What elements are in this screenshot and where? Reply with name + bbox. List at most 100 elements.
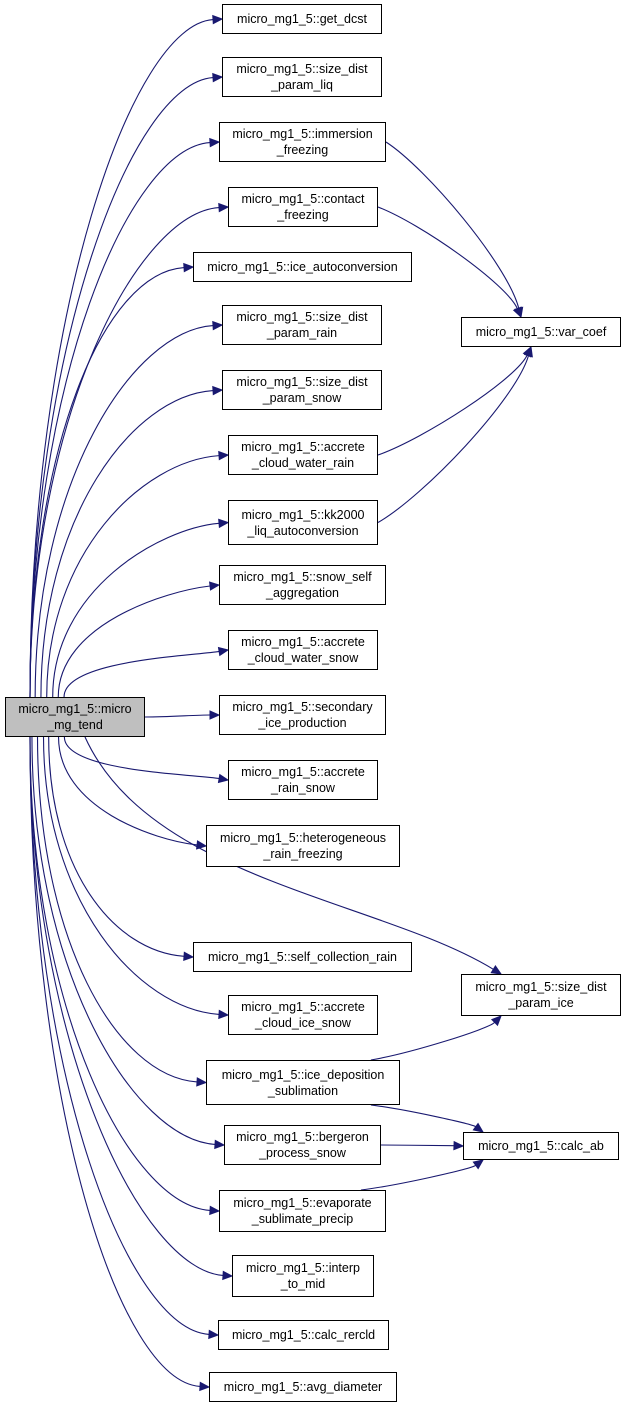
node-label-line: _freezing [276, 143, 329, 157]
edge-micro-mg-tend-to-snow-self-aggregation [57, 585, 211, 698]
edge-micro-mg-tend-to-get-dcst [29, 19, 214, 698]
edge-arrowhead [472, 1122, 484, 1133]
node-evaporate-sublimate-precip[interactable]: micro_mg1_5::evaporate_sublimate_precip [219, 1190, 386, 1232]
node-label-line: micro_mg1_5::ice_deposition [221, 1067, 385, 1082]
edge-arrowhead [453, 1140, 465, 1151]
node-kk2000-liq-autoconversion[interactable]: micro_mg1_5::kk2000_liq_autoconversion [228, 500, 378, 545]
node-label-line: micro_mg1_5::size_dist [236, 375, 368, 389]
edge-arrowhead [196, 840, 208, 850]
node-label: micro_mg1_5::accrete_cloud_ice_snow [241, 999, 365, 1031]
edge-micro-mg-tend-to-bergeron-process-snow [31, 736, 216, 1145]
node-label-line: _param_snow [262, 391, 342, 405]
edge-micro-mg-tend-to-ice-deposition-sublimation [36, 736, 198, 1083]
node-label: micro_mg1_5::size_dist_param_ice [475, 979, 606, 1011]
node-label-line: _param_liq [271, 78, 333, 92]
node-label-line: micro_mg1_5::accrete [241, 440, 365, 454]
node-accrete-cloud-ice-snow[interactable]: micro_mg1_5::accrete_cloud_ice_snow [228, 995, 378, 1035]
node-label: micro_mg1_5::micro_mg_tend [18, 701, 131, 733]
edge-micro-mg-tend-to-kk2000-liq-autoconversion [52, 522, 220, 698]
node-calc-ab[interactable]: micro_mg1_5::calc_ab [463, 1132, 619, 1160]
node-ice-deposition-sublimation[interactable]: micro_mg1_5::ice_deposition_sublimation [206, 1060, 400, 1105]
edge-micro-mg-tend-to-self-collection-rain [48, 736, 185, 957]
node-label: micro_mg1_5::size_dist_param_liq [236, 61, 367, 93]
edge-arrowhead [218, 1009, 230, 1020]
node-label-line: _freezing [277, 208, 329, 222]
node-label-line: micro_mg1_5::accrete [241, 765, 365, 779]
node-label: micro_mg1_5::secondary_ice_production [232, 699, 372, 731]
edge-arrowhead [212, 385, 224, 396]
node-label-line: micro_mg1_5::accrete [241, 635, 365, 649]
node-label-line: micro_mg1_5::secondary [232, 700, 373, 714]
node-label: micro_mg1_5::self_collection_rain [208, 949, 397, 965]
edge-bergeron-process-snow-to-calc-ab [380, 1144, 455, 1147]
node-avg-diameter[interactable]: micro_mg1_5::avg_diameter [209, 1372, 397, 1402]
edge-arrowhead [209, 710, 221, 720]
node-label-line: micro_mg1_5::calc_rercld [231, 1328, 376, 1342]
node-label-line: _to_mid [280, 1277, 326, 1291]
node-label-line: micro_mg1_5::bergeron [236, 1130, 369, 1144]
edge-evaporate-sublimate-precip-to-calc-ab [360, 1164, 477, 1191]
edge-arrowhead [208, 1329, 220, 1340]
node-label-line: micro_mg1_5::accrete [241, 1000, 365, 1014]
node-label: micro_mg1_5::var_coef [476, 324, 607, 340]
node-label-line: micro_mg1_5::contact [241, 192, 365, 206]
edge-micro-mg-tend-to-calc-rercld [29, 736, 210, 1335]
edge-micro-mg-tend-to-interp-to-mid [29, 736, 224, 1276]
node-accrete-cloud-water-rain[interactable]: micro_mg1_5::accrete_cloud_water_rain [228, 435, 378, 475]
node-micro-mg-tend: micro_mg1_5::micro_mg_tend [5, 697, 145, 737]
edge-contact-freezing-to-var-coef [377, 206, 518, 309]
node-label-line: micro_mg1_5::immersion [232, 127, 373, 141]
node-label-line: _sublimation [267, 1083, 339, 1098]
node-size-dist-param-liq[interactable]: micro_mg1_5::size_dist_param_liq [222, 57, 382, 97]
edge-immersion-freezing-to-var-coef [385, 141, 520, 309]
node-self-collection-rain[interactable]: micro_mg1_5::self_collection_rain [193, 942, 412, 972]
node-label-line: micro_mg1_5::avg_diameter [223, 1380, 383, 1394]
edge-arrowhead [218, 202, 230, 213]
node-get-dcst[interactable]: micro_mg1_5::get_dcst [222, 4, 382, 34]
edge-micro-mg-tend-to-ice-autoconversion [29, 267, 185, 698]
node-label: micro_mg1_5::accrete_rain_snow [241, 764, 365, 796]
node-label: micro_mg1_5::contact_freezing [242, 191, 365, 223]
node-label: micro_mg1_5::calc_rercld [232, 1327, 375, 1343]
edge-micro-mg-tend-to-size-dist-param-rain [34, 325, 214, 698]
node-label-line: _cloud_water_snow [247, 651, 359, 665]
edge-arrowhead [214, 1139, 226, 1150]
edge-arrowhead [212, 320, 224, 331]
edge-accrete-cloud-water-rain-to-var-coef [377, 354, 528, 456]
node-calc-rercld[interactable]: micro_mg1_5::calc_rercld [218, 1320, 389, 1350]
edge-arrowhead [472, 1159, 484, 1170]
edge-arrowhead [218, 518, 230, 529]
node-label: micro_mg1_5::calc_ab [478, 1138, 604, 1154]
edge-micro-mg-tend-to-size-dist-param-snow [40, 390, 214, 698]
node-label-line: micro_mg1_5::micro [18, 702, 132, 716]
node-secondary-ice-production[interactable]: micro_mg1_5::secondary_ice_production [219, 695, 386, 735]
node-var-coef[interactable]: micro_mg1_5::var_coef [461, 317, 621, 347]
node-size-dist-param-rain[interactable]: micro_mg1_5::size_dist_param_rain [222, 305, 382, 345]
node-ice-autoconversion[interactable]: micro_mg1_5::ice_autoconversion [193, 252, 412, 282]
edge-arrowhead [209, 581, 221, 591]
node-label: micro_mg1_5::get_dcst [237, 11, 367, 27]
node-label-line: micro_mg1_5::evaporate [233, 1196, 372, 1210]
node-label-line: _rain_freezing [263, 847, 343, 861]
node-label-line: _mg_tend [47, 718, 103, 732]
edge-micro-mg-tend-to-accrete-rain-snow [63, 736, 220, 780]
edge-micro-mg-tend-to-accrete-cloud-water-snow [63, 650, 220, 698]
node-interp-to-mid[interactable]: micro_mg1_5::interp_to_mid [232, 1255, 374, 1297]
node-size-dist-param-ice[interactable]: micro_mg1_5::size_dist_param_ice [461, 974, 621, 1016]
node-snow-self-aggregation[interactable]: micro_mg1_5::snow_self_aggregation [219, 565, 386, 605]
node-accrete-cloud-water-snow[interactable]: micro_mg1_5::accrete_cloud_water_snow [228, 630, 378, 670]
node-contact-freezing[interactable]: micro_mg1_5::contact_freezing [228, 187, 378, 227]
edge-arrowhead [222, 1270, 234, 1281]
node-size-dist-param-snow[interactable]: micro_mg1_5::size_dist_param_snow [222, 370, 382, 410]
edge-micro-mg-tend-to-secondary-ice-production [144, 714, 211, 718]
node-heterogeneous-rain-freezing[interactable]: micro_mg1_5::heterogeneous_rain_freezing [206, 825, 400, 867]
edge-micro-mg-tend-to-size-dist-param-liq [29, 77, 214, 698]
edge-micro-mg-tend-to-accrete-cloud-water-rain [46, 455, 220, 698]
node-bergeron-process-snow[interactable]: micro_mg1_5::bergeron_process_snow [224, 1125, 381, 1165]
edge-arrowhead [209, 1205, 221, 1216]
edge-arrowhead [183, 262, 195, 273]
node-accrete-rain-snow[interactable]: micro_mg1_5::accrete_rain_snow [228, 760, 378, 800]
node-label: micro_mg1_5::evaporate_sublimate_precip [233, 1195, 371, 1227]
node-label-line: micro_mg1_5::get_dcst [237, 12, 367, 26]
node-immersion-freezing[interactable]: micro_mg1_5::immersion_freezing [219, 122, 386, 162]
